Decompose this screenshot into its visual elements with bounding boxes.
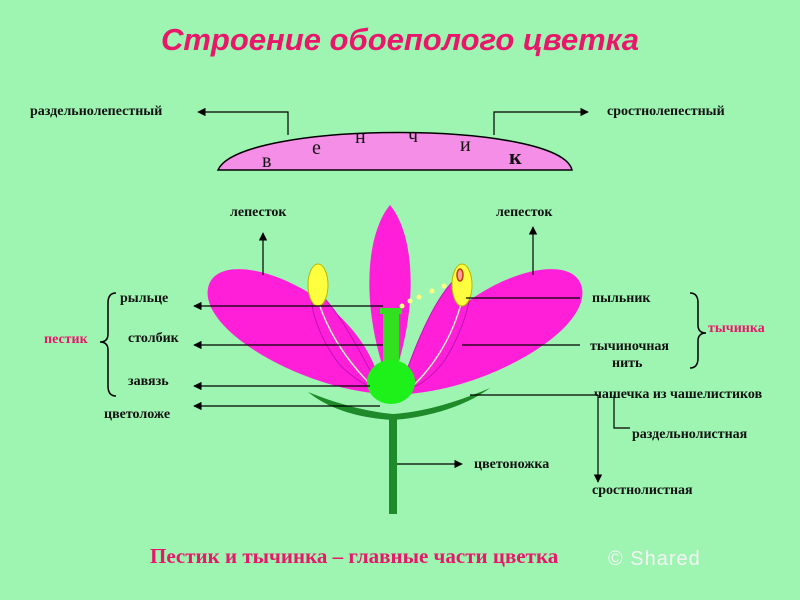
label-receptacle: цветоложе bbox=[104, 407, 171, 422]
label-stamen: тычинка bbox=[708, 321, 765, 336]
pistil-style bbox=[383, 312, 399, 370]
label-pistil: пестик bbox=[44, 332, 88, 347]
calyx-sepals bbox=[308, 388, 490, 420]
page-title: Строение обоеполого цветка bbox=[160, 22, 639, 57]
arc-left-arrow bbox=[197, 107, 289, 135]
pistil-ovary bbox=[367, 360, 415, 404]
pollen-dots bbox=[392, 283, 447, 315]
caption: Пестик и тычинка – главные части цветка bbox=[150, 544, 559, 568]
label-anther: пыльник bbox=[592, 291, 651, 306]
label-calyx-separate: раздельнолистная bbox=[632, 427, 748, 442]
pistil-stigma bbox=[380, 308, 402, 314]
label-ovary: завязь bbox=[128, 374, 169, 389]
label-separate-petals: раздельнолепестный bbox=[30, 104, 163, 119]
pedicel-stem bbox=[389, 414, 397, 514]
stamen-brace bbox=[689, 292, 707, 369]
petal-center bbox=[369, 205, 411, 388]
arc-right-arrow bbox=[493, 107, 589, 135]
watermark-logo: © Shared bbox=[608, 548, 701, 570]
label-filament-line1: тычиночная bbox=[590, 339, 670, 354]
label-petal-left: лепесток bbox=[230, 205, 287, 220]
arc-letter-e: е bbox=[312, 137, 321, 159]
label-style: столбик bbox=[128, 331, 179, 346]
petal-right bbox=[408, 269, 583, 394]
arc-letter-ch: ч bbox=[408, 125, 418, 147]
anther-left bbox=[307, 263, 329, 307]
pollen-grain bbox=[456, 268, 464, 282]
arc-letter-n: н bbox=[355, 126, 366, 148]
calyx-separate-arrow bbox=[613, 395, 630, 429]
label-calyx: чашечка из чашелистиков bbox=[594, 387, 763, 402]
label-calyx-fused: сростнолистная bbox=[592, 483, 693, 498]
arc-letter-v: в bbox=[262, 150, 271, 172]
label-pedicel: цветоножка bbox=[474, 457, 550, 472]
arc-letter-i: и bbox=[460, 134, 471, 156]
label-fused-petals: сростнолепестный bbox=[607, 104, 725, 119]
label-stigma: рыльце bbox=[120, 291, 169, 306]
label-petal-right: лепесток bbox=[496, 205, 553, 220]
pistil-brace bbox=[99, 292, 117, 397]
arc-letter-k: к bbox=[509, 144, 522, 169]
corolla-arc bbox=[216, 131, 573, 171]
label-filament-line2: нить bbox=[612, 356, 643, 371]
